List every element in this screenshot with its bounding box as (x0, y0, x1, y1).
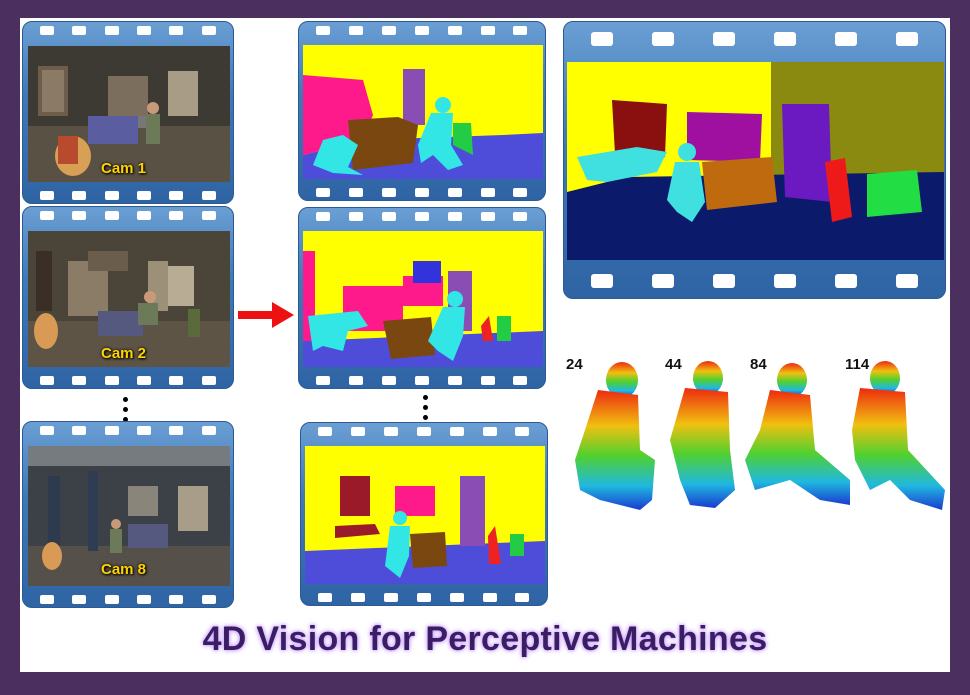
segmentation-film-2 (298, 207, 546, 389)
reconstruction-film (563, 21, 946, 299)
camera-frame-2 (28, 231, 230, 367)
pose-figure-1 (575, 362, 655, 510)
frame-number: 114 (845, 356, 870, 373)
segmentation-film-3 (300, 422, 548, 606)
camera-label: Cam 1 (101, 160, 147, 177)
film-sprocket-holes (299, 208, 545, 224)
film-sprocket-holes (23, 372, 233, 388)
reconstruction-frame (567, 62, 944, 260)
camera-label: Cam 8 (101, 561, 147, 578)
film-sprocket-holes (564, 22, 945, 56)
film-sprocket-holes (299, 372, 545, 388)
film-sprocket-holes (23, 187, 233, 203)
film-sprocket-holes (299, 184, 545, 200)
camera-frame-1 (28, 46, 230, 182)
film-sprocket-holes (23, 591, 233, 607)
film-sprocket-holes (301, 423, 547, 439)
camera-film-1: Cam 1 (22, 21, 234, 204)
film-sprocket-holes (23, 422, 233, 438)
camera-film-3: Cam 8 (22, 421, 234, 608)
frame-number: 84 (750, 356, 767, 373)
ellipsis-dots (122, 397, 128, 422)
pose-sequence (575, 361, 945, 510)
film-sprocket-holes (301, 589, 547, 605)
frame-number: 24 (566, 356, 583, 373)
film-sprocket-holes (23, 22, 233, 38)
camera-film-2: Cam 2 (22, 206, 234, 389)
page-title: 4D Vision for Perceptive Machines (202, 620, 768, 658)
film-sprocket-holes (23, 207, 233, 223)
right-arrow-icon (238, 302, 294, 328)
segmentation-frame-3 (305, 446, 545, 584)
pose-figure-4 (852, 361, 945, 510)
pose-figure-3 (745, 363, 850, 505)
film-sprocket-holes (564, 264, 945, 298)
pose-figure-2 (670, 361, 735, 508)
segmentation-frame-2 (303, 231, 543, 367)
camera-frame-3 (28, 446, 230, 586)
camera-label: Cam 2 (101, 345, 147, 362)
frame-number: 44 (665, 356, 682, 373)
ellipsis-dots (422, 395, 428, 420)
segmentation-film-1 (298, 21, 546, 201)
segmentation-frame-1 (303, 45, 543, 179)
film-sprocket-holes (299, 22, 545, 38)
